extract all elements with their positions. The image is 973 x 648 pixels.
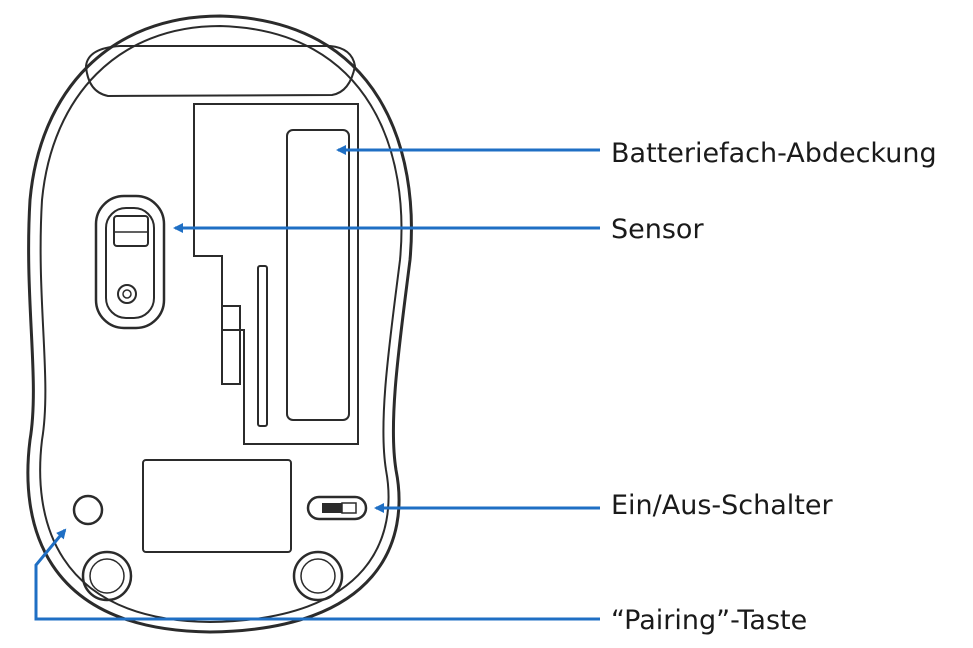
release-slot [257,265,268,427]
sensor-led [117,284,137,304]
foot-left [81,550,133,602]
label-plate [142,459,292,553]
pairing-button-label: “Pairing”-Taste [611,605,808,636]
foot-right [292,550,344,602]
side-tab [221,305,241,385]
sensor-lens-window [113,215,149,247]
top-slot [84,45,357,98]
power-switch-label: Ein/Aus-Schalter [611,490,833,521]
power-switch [306,495,368,521]
mouse-body-inner [39,24,403,624]
battery-cover-label: Batteriefach-Abdeckung [611,138,937,169]
battery-cover [286,129,350,421]
battery-compartment [193,103,359,445]
sensor-outer [94,194,166,330]
pairing-button [72,494,104,526]
sensor-label: Sensor [611,214,704,245]
mouse-body-outer [26,14,413,634]
arrow-pairing-button [34,528,600,621]
sensor-inner [105,207,155,319]
